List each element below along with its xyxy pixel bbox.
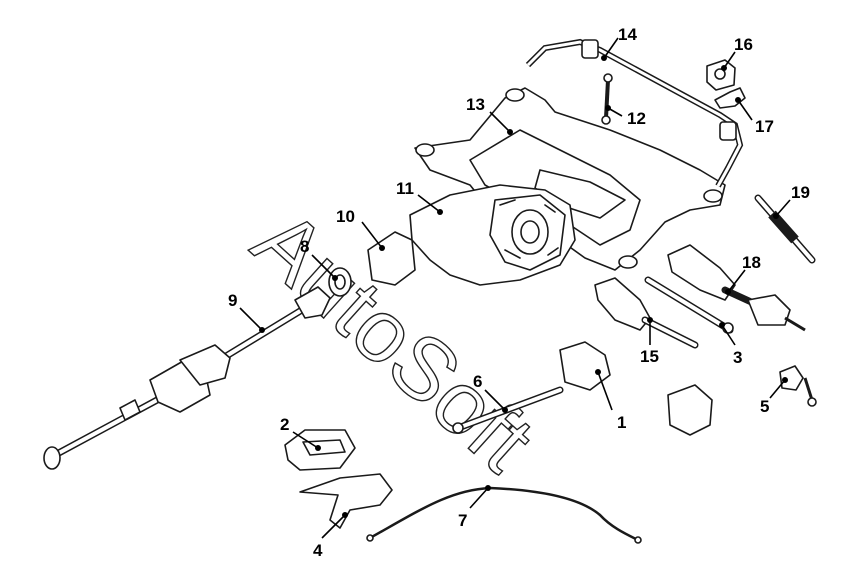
callout-7: 7 xyxy=(458,485,491,530)
callouts: 1 2 3 4 5 6 7 8 xyxy=(228,25,810,560)
svg-text:6: 6 xyxy=(473,372,482,391)
callout-1: 1 xyxy=(595,369,626,432)
svg-text:15: 15 xyxy=(640,347,659,366)
callout-2: 2 xyxy=(280,415,321,451)
svg-text:10: 10 xyxy=(336,207,355,226)
drive-shaft-15-part xyxy=(594,277,699,349)
support-bearing-part xyxy=(559,341,713,436)
svg-text:13: 13 xyxy=(466,95,485,114)
drive-shaft-18-part xyxy=(667,244,806,332)
svg-text:11: 11 xyxy=(396,179,414,198)
svg-text:7: 7 xyxy=(458,511,467,530)
callout-13: 13 xyxy=(466,95,513,135)
callout-17: 17 xyxy=(735,97,774,136)
callout-4: 4 xyxy=(313,512,348,560)
callout-3: 3 xyxy=(719,322,742,367)
callout-14: 14 xyxy=(601,25,637,61)
svg-text:8: 8 xyxy=(300,237,309,256)
differential-part xyxy=(409,184,576,286)
stabilizer-link-part xyxy=(601,73,613,125)
callout-9: 9 xyxy=(228,291,265,333)
bushing-part xyxy=(706,59,736,91)
svg-text:14: 14 xyxy=(618,25,637,44)
stabilizer-bar-part xyxy=(525,38,744,188)
svg-text:12: 12 xyxy=(627,109,646,128)
callout-18: 18 xyxy=(725,253,761,295)
callout-11: 11 xyxy=(396,179,443,215)
callout-6: 6 xyxy=(473,372,508,413)
svg-text:2: 2 xyxy=(280,415,289,434)
callout-15: 15 xyxy=(640,317,659,366)
level-sensor-part xyxy=(779,365,817,407)
clamp-part xyxy=(714,87,746,109)
strut-part xyxy=(452,386,564,434)
svg-text:19: 19 xyxy=(791,183,810,202)
cable-part xyxy=(366,486,642,544)
svg-text:18: 18 xyxy=(742,253,761,272)
svg-text:9: 9 xyxy=(228,291,237,310)
gas-strut-part xyxy=(754,194,816,264)
svg-text:5: 5 xyxy=(760,397,769,416)
subframe-part xyxy=(414,87,726,271)
callout-8: 8 xyxy=(300,237,338,281)
svg-text:3: 3 xyxy=(733,348,742,367)
cable-bracket-part xyxy=(299,473,393,529)
callout-12: 12 xyxy=(605,105,646,128)
callout-5: 5 xyxy=(760,377,788,416)
propeller-shaft-part xyxy=(43,286,331,470)
svg-text:16: 16 xyxy=(734,35,753,54)
callout-19: 19 xyxy=(773,183,810,219)
svg-text:1: 1 xyxy=(617,413,626,432)
callout-16: 16 xyxy=(721,35,753,71)
svg-text:4: 4 xyxy=(313,541,323,560)
svg-text:17: 17 xyxy=(755,117,774,136)
callout-10: 10 xyxy=(336,207,385,251)
